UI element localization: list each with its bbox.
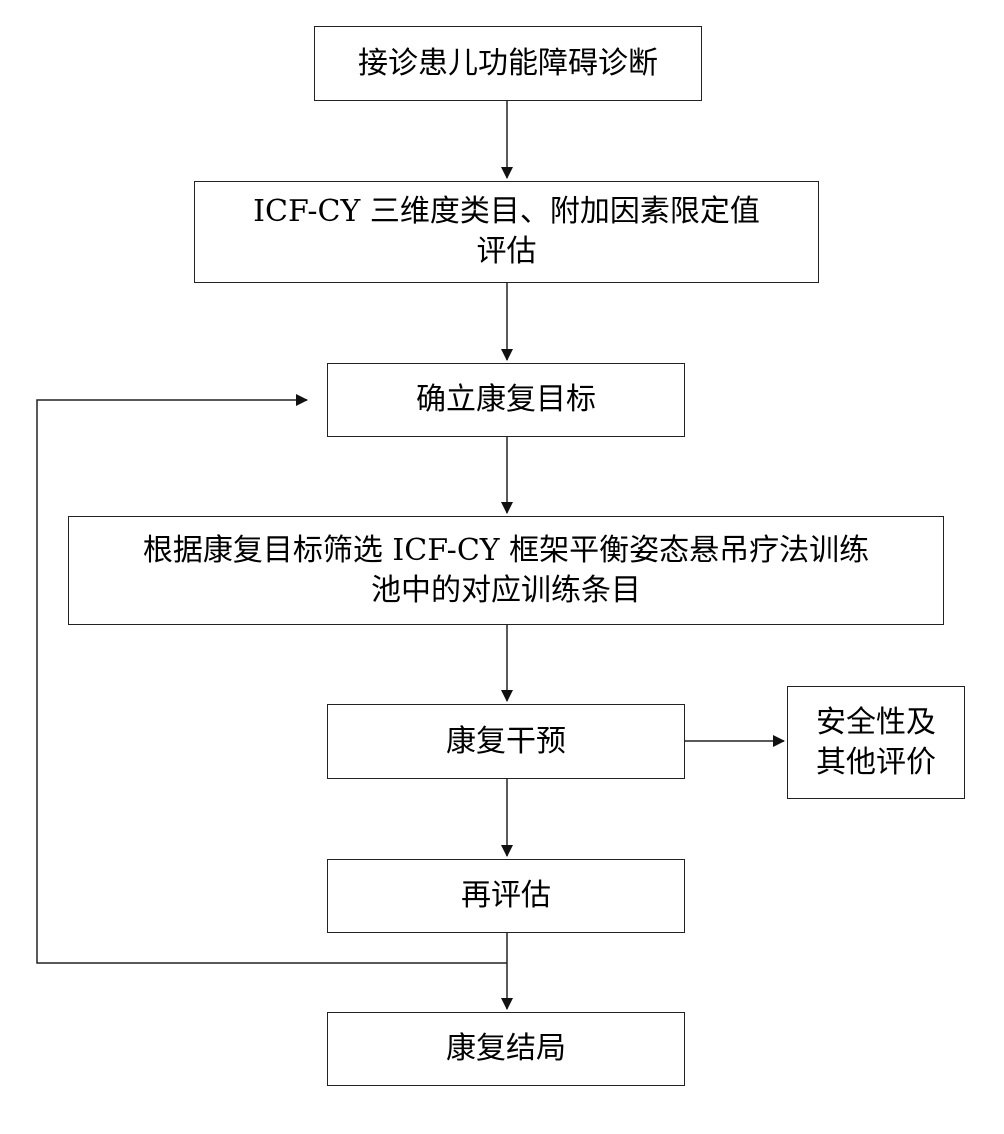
assessment-box: ICF-CY 三维度类目、附加因素限定值 评估 — [194, 181, 819, 283]
safety-text-line2: 其他评价 — [816, 744, 936, 780]
outcome-text: 康复结局 — [446, 1031, 566, 1066]
outcome-box: 康复结局 — [327, 1012, 685, 1086]
feedback-loop-arrow — [36, 394, 507, 964]
reassessment-text: 再评估 — [461, 878, 551, 913]
intervention-text: 康复干预 — [446, 723, 566, 759]
intervention-box: 康复干预 — [327, 704, 685, 779]
screening-text-line2: 池中的对应训练条目 — [371, 572, 641, 608]
screening-text-line1: 根据康复目标筛选 ICF-CY 框架平衡姿态悬吊疗法训练 — [142, 532, 870, 568]
goal-box: 确立康复目标 — [327, 363, 685, 437]
assessment-text-line2: 评估 — [476, 234, 537, 269]
diagnosis-box: 接诊患儿功能障碍诊断 — [314, 26, 702, 101]
diagnosis-text: 接诊患儿功能障碍诊断 — [358, 45, 658, 81]
screening-box: 根据康复目标筛选 ICF-CY 框架平衡姿态悬吊疗法训练 池中的对应训练条目 — [68, 516, 944, 625]
goal-text: 确立康复目标 — [416, 382, 596, 417]
assessment-text-line1: ICF-CY 三维度类目、附加因素限定值 — [253, 194, 760, 229]
safety-box: 安全性及 其他评价 — [787, 686, 965, 799]
safety-text-line1: 安全性及 — [816, 704, 936, 740]
reassessment-box: 再评估 — [327, 859, 685, 933]
